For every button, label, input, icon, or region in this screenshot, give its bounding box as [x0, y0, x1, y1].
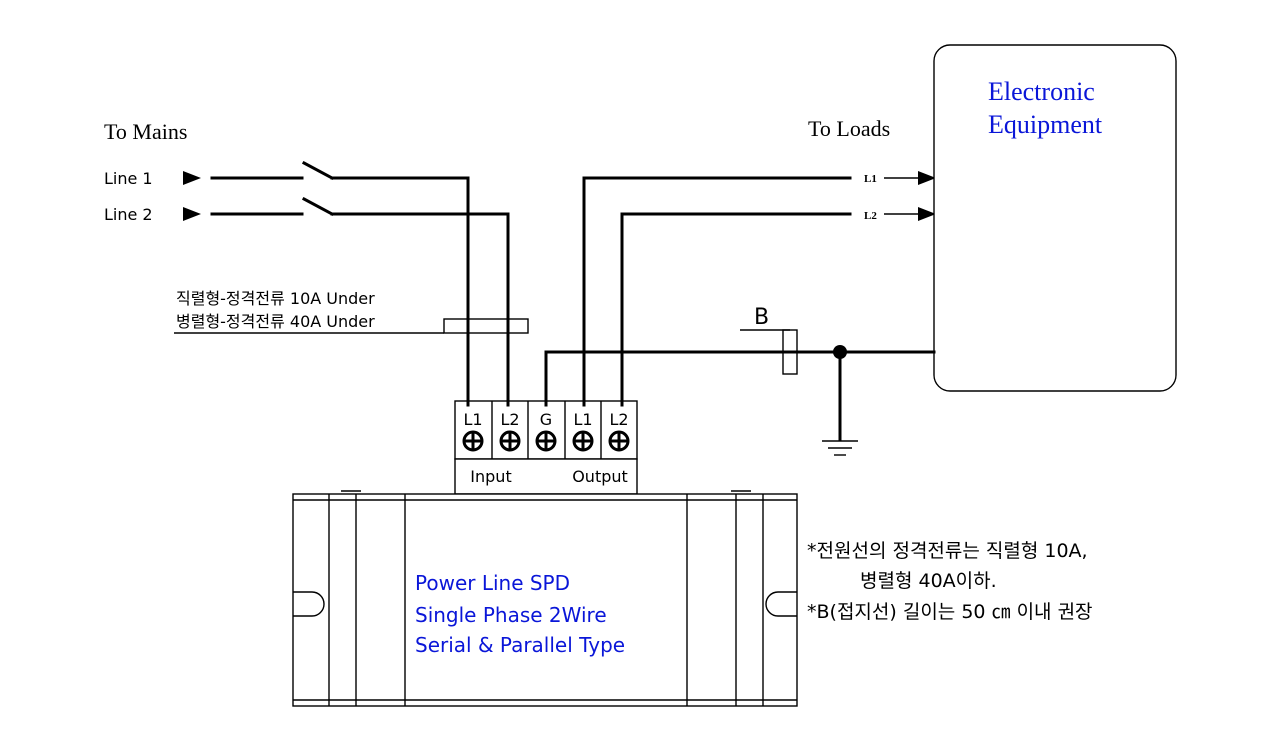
screw-icon — [535, 430, 557, 452]
load-l1-label: L1 — [864, 173, 877, 185]
terminal-g-label: G — [540, 410, 552, 429]
to-mains-label: To Mains — [104, 119, 187, 144]
terminal-l2-in-label: L2 — [500, 410, 519, 429]
load-l2-arrow-icon — [918, 207, 936, 221]
line1-label: Line 1 — [104, 169, 153, 188]
mounting-slot-right — [765, 591, 797, 617]
spd-title-line2: Single Phase 2Wire — [415, 603, 607, 627]
screw-icon — [462, 430, 484, 452]
terminal-screw-icons — [462, 430, 630, 452]
note-line2: 병렬형 40A이하. — [860, 570, 997, 592]
equipment-title-line2: Equipment — [988, 110, 1103, 139]
current-sensor — [443, 318, 529, 334]
current-note-line1: 직렬형-정격전류 10A Under — [176, 289, 375, 308]
terminal-block — [454, 400, 638, 495]
terminal-l2-out-label: L2 — [609, 410, 628, 429]
ground-wire-b-label: B — [754, 305, 769, 330]
to-loads-label: To Loads — [808, 116, 890, 141]
line2-label: Line 2 — [104, 205, 153, 224]
spd-title-line1: Power Line SPD — [415, 571, 570, 595]
current-note-line2: 병렬형-정격전류 40A Under — [176, 312, 375, 331]
earth-ground-icon — [822, 440, 858, 456]
terminal-l1-out-label: L1 — [573, 410, 592, 429]
input-label: Input — [470, 467, 511, 486]
screw-icon — [572, 430, 594, 452]
line2-input-arrow-icon — [183, 207, 201, 221]
screw-icon — [499, 430, 521, 452]
output-label: Output — [572, 467, 628, 486]
spd-title-line3: Serial & Parallel Type — [415, 633, 625, 657]
ground-wiring — [544, 350, 936, 442]
screw-icon — [608, 430, 630, 452]
mains-wiring — [210, 160, 510, 404]
equipment-title-line1: Electronic — [988, 77, 1095, 106]
mounting-slot-left — [293, 591, 325, 617]
note-line1: *전원선의 정격전류는 직렬형 10A, — [807, 540, 1088, 562]
ground-junction-dot — [833, 345, 847, 359]
spd-housing — [292, 490, 798, 707]
electronic-equipment-box — [933, 44, 1177, 392]
load-l1-arrow-icon — [918, 171, 936, 185]
note-line3: *B(접지선) 길이는 50 ㎝ 이내 권장 — [807, 601, 1093, 623]
load-wiring — [582, 176, 920, 404]
terminal-l1-in-label: L1 — [463, 410, 482, 429]
load-l2-label: L2 — [864, 210, 877, 222]
line1-input-arrow-icon — [183, 171, 201, 185]
